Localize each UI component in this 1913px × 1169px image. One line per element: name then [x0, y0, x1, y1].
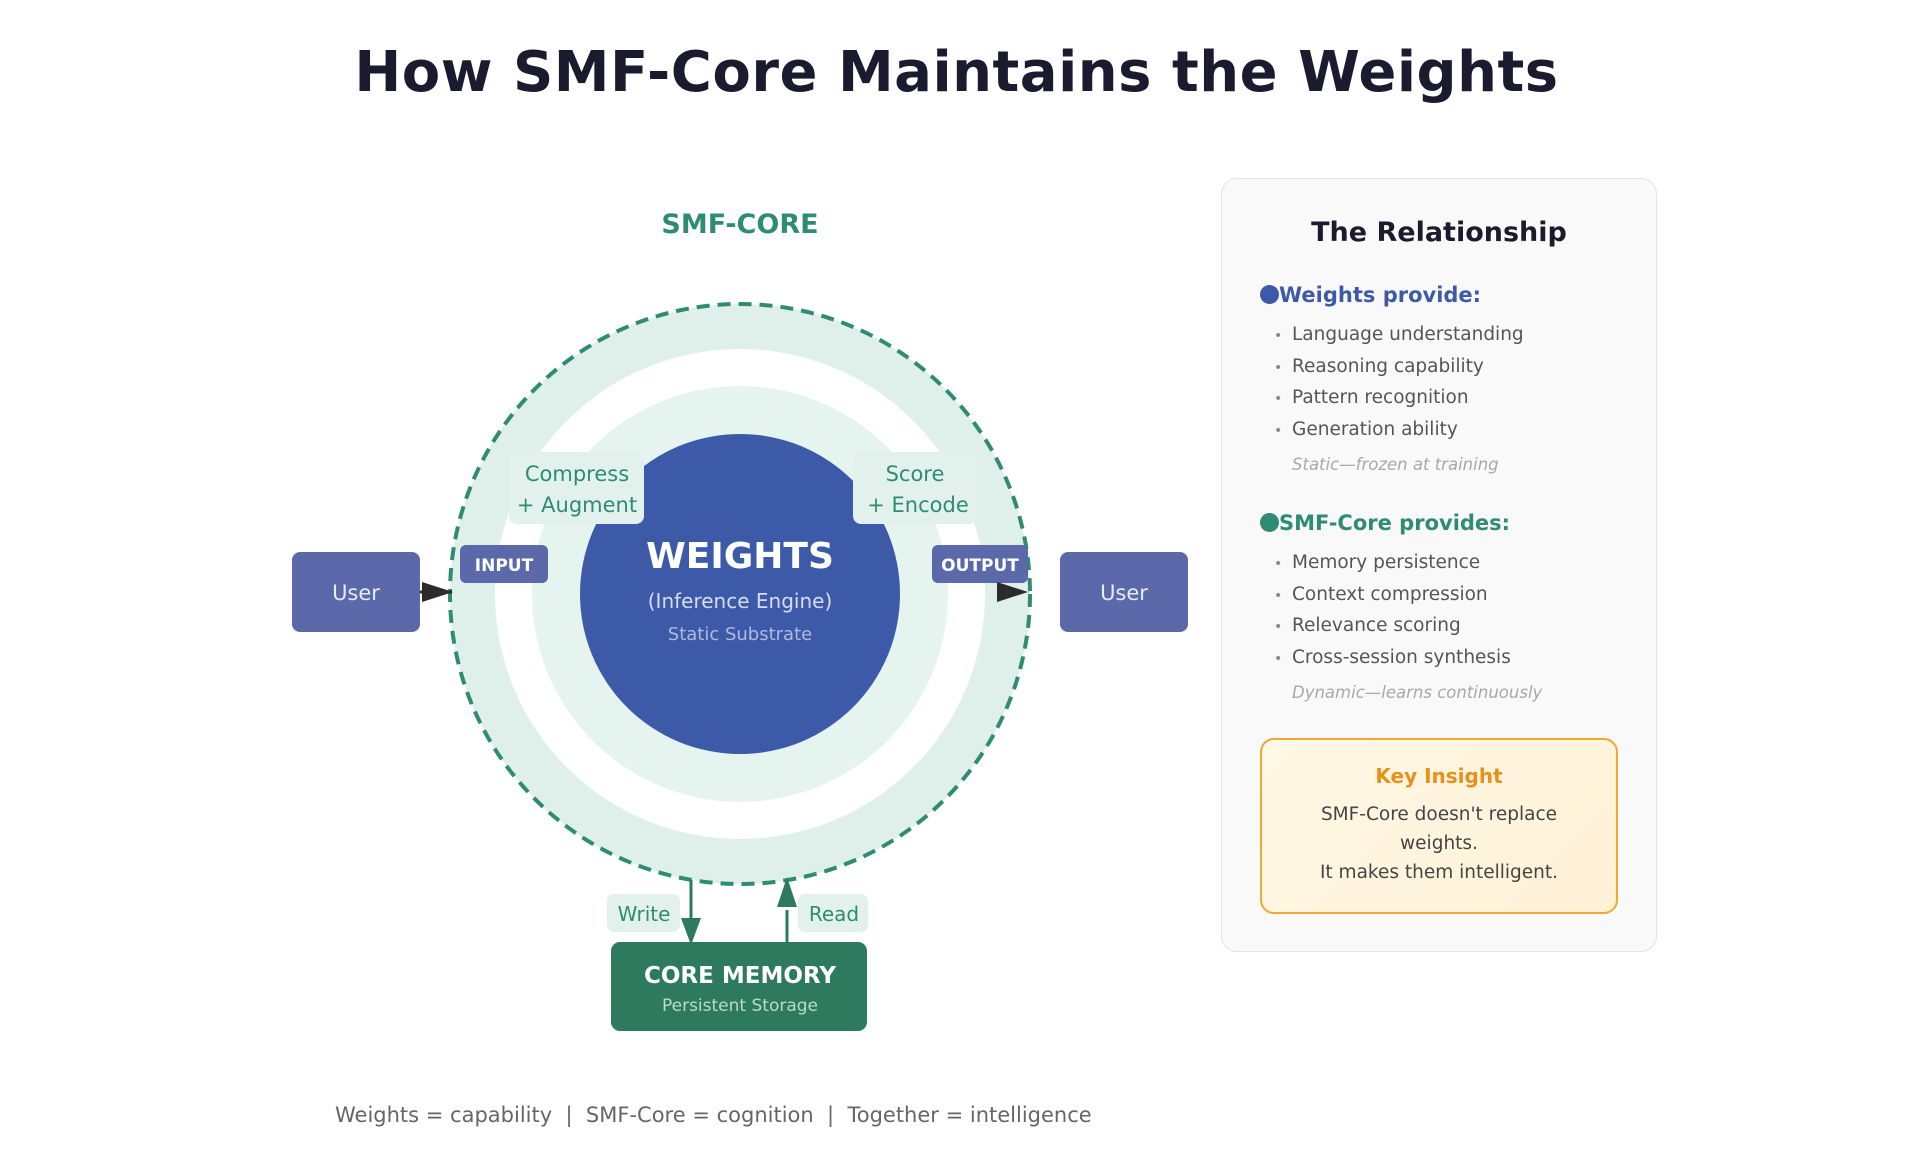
smf-list: •Memory persistence •Context compression… — [1274, 547, 1511, 673]
output-badge-text: OUTPUT — [941, 556, 1019, 576]
input-badge-text: INPUT — [475, 556, 534, 576]
core-memory-title: CORE MEMORY — [644, 963, 836, 989]
smf-note: Dynamic—learns continuously — [1292, 683, 1543, 702]
weights-section-heading: Weights provide: — [1260, 283, 1481, 307]
core-memory-box[interactable]: CORE MEMORY Persistent Storage — [611, 942, 867, 1031]
output-arrow-head — [997, 582, 1028, 602]
write-text: Write — [618, 902, 671, 926]
bullet-icon: • — [1274, 391, 1283, 407]
key-insight-text: SMF-Core doesn't replace weights. It mak… — [1262, 800, 1616, 887]
smf-dot-icon — [1260, 513, 1279, 532]
weights-heading-text: Weights provide: — [1279, 283, 1482, 307]
list-item: •Language understanding — [1274, 319, 1524, 351]
user-left-label: User — [332, 581, 380, 605]
smf-heading-text: SMF-Core provides: — [1279, 511, 1511, 535]
user-right-label: User — [1100, 581, 1148, 605]
weights-caption: Static Substrate — [668, 624, 812, 645]
bullet-icon: • — [1274, 619, 1283, 635]
weights-title: WEIGHTS — [646, 536, 834, 577]
list-item: •Generation ability — [1274, 414, 1524, 446]
weights-note: Static—frozen at training — [1292, 455, 1499, 474]
weights-core[interactable] — [580, 434, 900, 754]
compress-augment-label: Compress + Augment — [509, 452, 644, 524]
read-arrow-head — [777, 877, 797, 907]
read-label: Read — [798, 894, 868, 932]
key-insight-box: Key Insight SMF-Core doesn't replace wei… — [1260, 738, 1618, 914]
list-item: •Reasoning capability — [1274, 351, 1524, 383]
smf-core-dashed-boundary — [448, 302, 1032, 886]
input-arrow-head — [422, 582, 453, 602]
core-memory-subtitle: Persistent Storage — [662, 996, 818, 1016]
bullet-icon: • — [1274, 422, 1283, 439]
score-encode-label: Score + Encode — [853, 452, 977, 524]
relationship-panel: The Relationship Weights provide: •Langu… — [1221, 178, 1657, 952]
weights-list: •Language understanding •Reasoning capab… — [1274, 319, 1524, 445]
panel-title: The Relationship — [1311, 217, 1567, 248]
key-insight-line-1: SMF-Core doesn't replace weights. — [1320, 804, 1558, 854]
read-text: Read — [809, 902, 859, 926]
list-item: •Context compression — [1274, 579, 1511, 611]
augment-text: + Augment — [517, 493, 637, 517]
weights-dot-icon — [1260, 285, 1279, 304]
footer-summary: Weights = capability | SMF-Core = cognit… — [335, 1103, 1092, 1127]
list-item: •Cross-session synthesis — [1274, 642, 1511, 674]
list-item: •Memory persistence — [1274, 547, 1511, 579]
bullet-icon: • — [1274, 587, 1283, 604]
smf-section-heading: SMF-Core provides: — [1260, 511, 1510, 535]
encode-text: + Encode — [867, 493, 969, 517]
input-badge: INPUT — [460, 545, 548, 583]
user-box-right[interactable]: User — [1060, 552, 1188, 632]
bullet-icon: • — [1274, 556, 1283, 572]
key-insight-title: Key Insight — [1375, 764, 1503, 788]
write-arrow-head — [681, 918, 701, 945]
output-badge: OUTPUT — [932, 545, 1028, 583]
bullet-icon: • — [1274, 328, 1283, 344]
write-label: Write — [607, 894, 680, 932]
user-box-left[interactable]: User — [292, 552, 420, 632]
list-item: •Relevance scoring — [1274, 610, 1511, 642]
bullet-icon: • — [1274, 359, 1283, 376]
compress-text: Compress — [525, 462, 629, 486]
key-insight-line-2: It makes them intelligent. — [1319, 862, 1559, 883]
smf-core-label: SMF-CORE — [661, 209, 818, 240]
weights-subtitle: (Inference Engine) — [648, 589, 833, 613]
list-item: •Pattern recognition — [1274, 382, 1524, 414]
bullet-icon: • — [1274, 650, 1283, 667]
score-text: Score — [886, 462, 945, 486]
page-title: How SMF-Core Maintains the Weights — [354, 40, 1559, 105]
